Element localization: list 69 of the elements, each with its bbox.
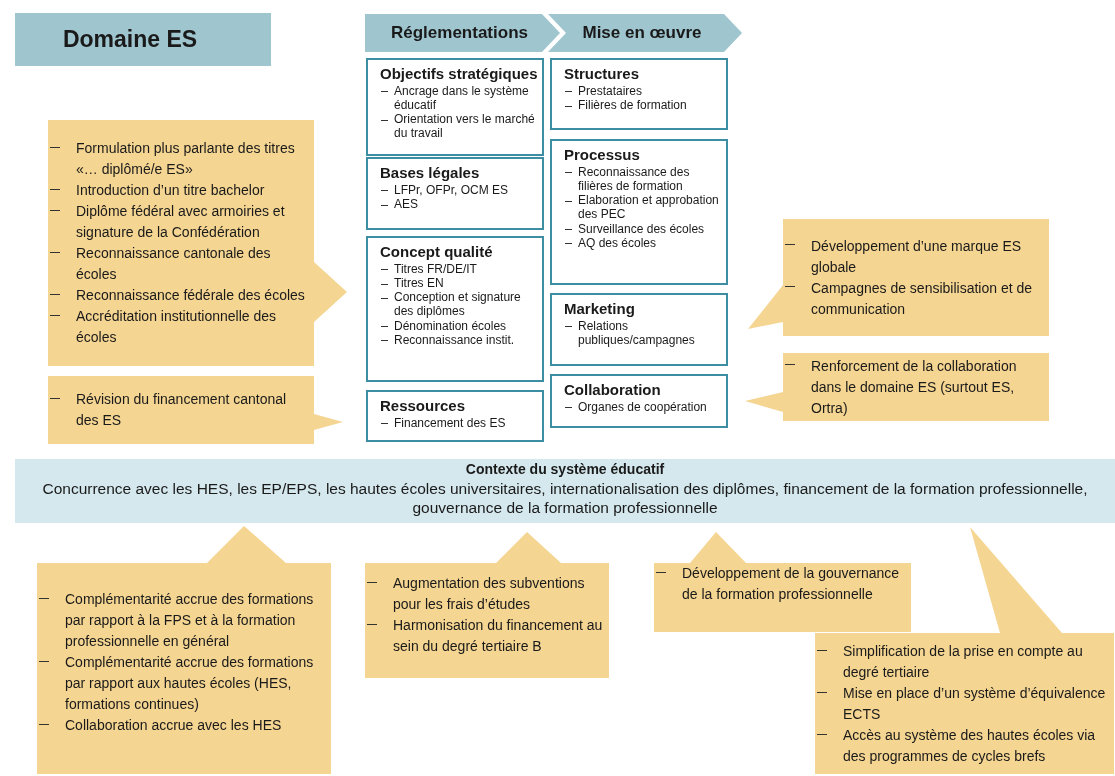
column-heading: Mise en œuvre: [582, 23, 703, 43]
list-item: Développement de la gouvernance de la formation professionnelle: [654, 563, 905, 605]
title-text: Domaine ES: [62, 26, 199, 53]
callout: [48, 120, 347, 366]
list-item: Ancrage dans le système éducatif: [380, 84, 538, 113]
category-box: [550, 293, 728, 366]
context-heading: Contexte du système éducatif: [464, 461, 666, 479]
box-heading: Ressources: [380, 397, 467, 414]
callout: [745, 353, 1049, 421]
callout: [365, 532, 609, 678]
list-item: Complémentarité accrue des formations par rapport à la FPS et à la formation professionnelle en général: [37, 589, 325, 652]
callout: [748, 219, 1049, 336]
list-item: Reconnaissance instit.: [380, 332, 538, 347]
list-item: Dénomination écoles: [380, 318, 538, 333]
callout: [654, 532, 911, 632]
context-band: [15, 459, 1115, 523]
list-item: Augmentation des subventions pour les frais d’études: [365, 573, 603, 615]
box-heading: Structures: [564, 65, 641, 82]
list-item: Titres FR/DE/IT: [380, 262, 538, 277]
list-item: Complémentarité accrue des formations par rapport aux hautes écoles (HES, formations continues): [37, 652, 325, 715]
list-item: Accès au système des hautes écoles via des programmes de cycles brefs: [815, 725, 1108, 767]
list-item: Campagnes de sensibilisation et de communication: [783, 277, 1043, 320]
list-item: Organes de coopération: [564, 400, 722, 415]
list-item: Reconnaissance des filières de formation: [564, 165, 722, 194]
list-item: Orientation vers le marché du travail: [380, 112, 538, 141]
list-item: Titres EN: [380, 276, 538, 291]
list-item: Développement d’une marque ES globale: [783, 235, 1043, 278]
list-item: Formulation plus parlante des titres «… diplômé/e ES»: [48, 138, 308, 180]
box-heading: Processus: [564, 146, 641, 163]
list-item: Renforcement de la collaboration dans le domaine ES (surtout ES, Ortra): [783, 355, 1043, 419]
title-box: [15, 13, 271, 66]
category-box: [366, 236, 544, 382]
column-heading: Réglementations: [391, 23, 529, 43]
list-item: Reconnaissance fédérale des écoles: [48, 285, 308, 306]
list-item: Mise en place d’un système d’équivalence ECTS: [815, 683, 1108, 725]
box-heading: Marketing: [564, 300, 636, 317]
list-item: Harmonisation du financement au sein du degré tertiaire B: [365, 615, 603, 657]
callout: [37, 526, 331, 774]
chevron-header: [365, 14, 560, 52]
box-heading: Objectifs stratégiques: [380, 65, 538, 82]
list-item: AES: [380, 197, 538, 212]
box-heading: Collaboration: [564, 381, 662, 398]
list-item: Financement des ES: [380, 416, 538, 431]
category-box: [366, 390, 544, 442]
list-item: Filières de formation: [564, 98, 722, 113]
context-text: Concurrence avec les HES, les EP/EPS, les hautes écoles universitaires, internationalisation des diplômes, financement de la formation professionnelle, gouvernance de la formation professionnelle: [41, 478, 1089, 519]
list-item: Introduction d’un titre bachelor: [48, 180, 308, 201]
list-item: Diplôme fédéral avec armoiries et signature de la Confédération: [48, 201, 308, 243]
list-item: Simplification de la prise en compte au degré tertiaire: [815, 641, 1108, 683]
chevron-header: [548, 14, 742, 52]
list-item: Surveillance des écoles: [564, 221, 722, 236]
box-heading: Bases légales: [380, 164, 481, 181]
list-item: Accréditation institutionnelle des écoles: [48, 306, 308, 348]
category-box: [366, 58, 544, 156]
list-item: Reconnaissance cantonale des écoles: [48, 243, 308, 285]
list-item: Révision du financement cantonal des ES: [48, 389, 308, 431]
category-box: [550, 58, 728, 130]
list-item: Collaboration accrue avec les HES: [37, 715, 325, 736]
list-item: Conception et signature des diplômes: [380, 290, 538, 319]
list-item: AQ des écoles: [564, 235, 722, 250]
category-box: [550, 139, 728, 285]
list-item: Relations publiques/campagnes: [564, 319, 722, 348]
box-heading: Concept qualité: [380, 243, 494, 260]
category-box: [550, 374, 728, 428]
list-item: LFPr, OFPr, OCM ES: [380, 183, 538, 198]
callout: [48, 376, 343, 444]
list-item: Prestataires: [564, 84, 722, 99]
category-box: [366, 157, 544, 230]
list-item: Elaboration et approbation des PEC: [564, 193, 722, 222]
